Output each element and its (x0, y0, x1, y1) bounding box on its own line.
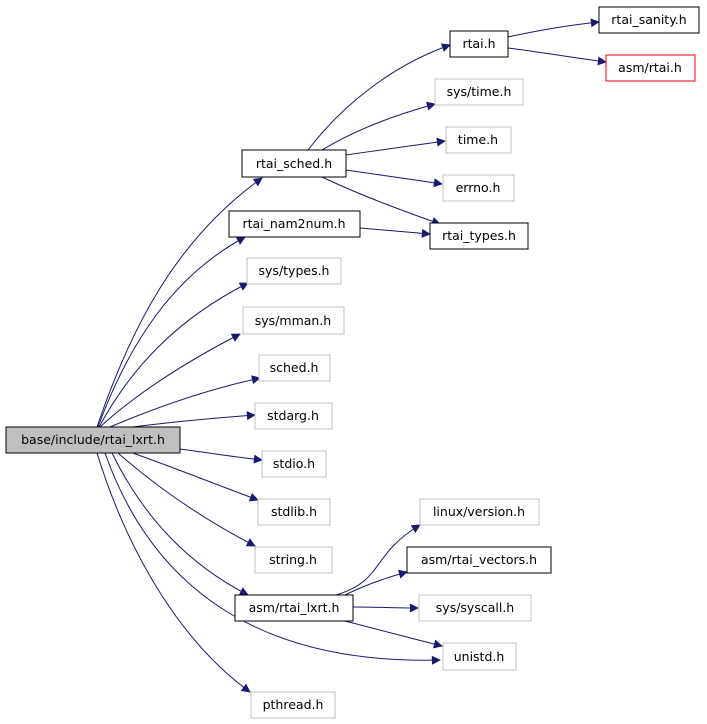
node-sys-syscall[interactable]: sys/syscall.h (418, 594, 532, 622)
edge-root-asm-rtai-lxrt (111, 452, 249, 596)
node-rtai-nam2num[interactable]: rtai_nam2num.h (228, 210, 361, 238)
edge-root-sys-mman (99, 333, 241, 428)
svg-text:sys/syscall.h: sys/syscall.h (436, 600, 514, 615)
nodes: base/include/rtai_lxrt.h rtai_sched.h rt… (5, 6, 700, 719)
edge-root-pthread (96, 452, 251, 693)
node-rtai-sanity[interactable]: rtai_sanity.h (598, 6, 700, 34)
svg-text:time.h: time.h (458, 132, 498, 147)
svg-text:sched.h: sched.h (270, 360, 319, 375)
svg-text:unistd.h: unistd.h (454, 649, 505, 664)
edge-rtai-nam2num-rtai-types (359, 227, 431, 238)
edge-asm-rtai-lxrt-sys-syscall (352, 603, 419, 613)
edge-root-rtai-nam2num (97, 236, 246, 428)
node-pthread[interactable]: pthread.h (250, 691, 336, 719)
node-string[interactable]: string.h (254, 546, 333, 574)
svg-text:rtai_types.h: rtai_types.h (442, 228, 516, 243)
node-sched[interactable]: sched.h (258, 354, 331, 382)
svg-text:rtai_sanity.h: rtai_sanity.h (611, 12, 686, 27)
edge-root-stdio (179, 448, 263, 464)
node-sys-mman[interactable]: sys/mman.h (242, 306, 345, 335)
node-stdio[interactable]: stdio.h (261, 450, 327, 478)
edge-rtai-asm-rtai (507, 47, 607, 66)
edge-asm-rtai-lxrt-linux-version (335, 524, 421, 596)
edge-root-stdlib (129, 451, 259, 502)
svg-text:string.h: string.h (269, 552, 317, 567)
edge-root-rtai-sched (96, 177, 263, 428)
svg-text:asm/rtai_lxrt.h: asm/rtai_lxrt.h (249, 600, 340, 615)
edge-root-string (117, 452, 256, 547)
node-stdarg[interactable]: stdarg.h (254, 402, 333, 430)
svg-text:stdarg.h: stdarg.h (267, 408, 319, 423)
svg-text:pthread.h: pthread.h (263, 697, 324, 712)
svg-text:asm/rtai.h: asm/rtai.h (618, 60, 682, 75)
svg-text:sys/types.h: sys/types.h (259, 263, 330, 278)
svg-text:base/include/rtai_lxrt.h: base/include/rtai_lxrt.h (21, 432, 165, 447)
edge-root-sched (109, 375, 261, 428)
edge-root-unistd (104, 452, 441, 665)
node-root[interactable]: base/include/rtai_lxrt.h (5, 426, 181, 454)
svg-text:linux/version.h: linux/version.h (433, 504, 525, 519)
node-stdlib[interactable]: stdlib.h (257, 498, 331, 526)
edge-rtai-sched-errno (345, 169, 443, 188)
svg-text:sys/time.h: sys/time.h (447, 84, 512, 99)
edge-asm-rtai-lxrt-unistd (344, 620, 443, 649)
svg-text:rtai_nam2num.h: rtai_nam2num.h (242, 216, 345, 231)
node-asm-rtai-lxrt[interactable]: asm/rtai_lxrt.h (234, 594, 354, 622)
edge-rtai-sched-rtai-types (321, 176, 441, 226)
node-rtai-sched[interactable]: rtai_sched.h (241, 149, 347, 178)
node-sys-types[interactable]: sys/types.h (246, 257, 342, 285)
svg-text:asm/rtai_vectors.h: asm/rtai_vectors.h (421, 552, 537, 567)
edge-root-stdarg (124, 411, 256, 429)
node-asm-rtai-vectors[interactable]: asm/rtai_vectors.h (406, 546, 552, 574)
edge-rtai-sched-sys-time (321, 101, 436, 151)
edge-asm-rtai-lxrt-asm-rtai-vectors (344, 569, 408, 596)
node-errno[interactable]: errno.h (442, 174, 515, 202)
node-linux-version[interactable]: linux/version.h (419, 498, 540, 526)
node-rtai[interactable]: rtai.h (449, 30, 509, 58)
svg-text:errno.h: errno.h (456, 180, 501, 195)
svg-text:stdlib.h: stdlib.h (271, 504, 317, 519)
svg-text:stdio.h: stdio.h (273, 456, 315, 471)
edge-rtai-sched-rtai (307, 43, 451, 151)
node-rtai-types[interactable]: rtai_types.h (429, 222, 529, 250)
svg-text:rtai_sched.h: rtai_sched.h (256, 156, 332, 171)
node-unistd[interactable]: unistd.h (442, 642, 517, 671)
node-time[interactable]: time.h (445, 126, 512, 154)
svg-text:rtai.h: rtai.h (462, 36, 495, 51)
node-sys-time[interactable]: sys/time.h (434, 78, 524, 106)
node-asm-rtai[interactable]: asm/rtai.h (605, 54, 696, 82)
edge-root-sys-types (98, 282, 249, 428)
svg-text:sys/mman.h: sys/mman.h (255, 313, 331, 328)
edge-rtai-sched-time (345, 137, 446, 156)
edge-rtai-rtai-sanity (507, 18, 600, 38)
edges (96, 18, 607, 693)
